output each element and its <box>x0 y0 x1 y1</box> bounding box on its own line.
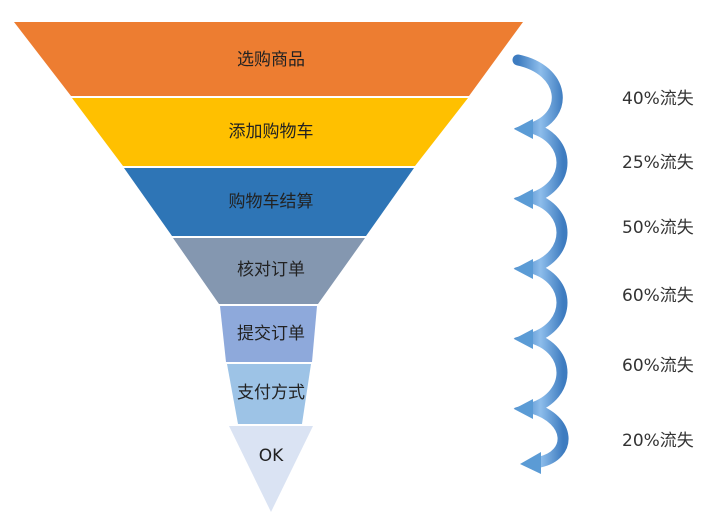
funnel-stage-5: 提交订单 <box>220 306 317 362</box>
loss-arrow-ribbon <box>512 54 569 468</box>
loss-arrow-head-5 <box>514 399 533 419</box>
loss-label-2: 25%流失 <box>622 153 694 173</box>
funnel-stage-1-label: 选购商品 <box>237 50 305 70</box>
funnel-stage-7: OK <box>229 426 313 512</box>
funnel-stage-3-band <box>124 168 414 236</box>
loss-arrow-head-2 <box>514 189 533 209</box>
funnel-stage-4: 核对订单 <box>173 238 365 304</box>
funnel-stage-1: 选购商品 <box>14 22 523 96</box>
funnel-stage-6-band <box>227 364 311 424</box>
funnel-stage-6-label: 支付方式 <box>237 383 305 403</box>
funnel-stage-2-band <box>72 98 468 166</box>
funnel-stage-6: 支付方式 <box>227 364 311 424</box>
funnel-stage-3-label: 购物车结算 <box>229 192 314 212</box>
loss-label-4: 60%流失 <box>622 286 694 306</box>
funnel-stage-5-label: 提交订单 <box>237 324 305 344</box>
loss-label-6: 20%流失 <box>622 431 694 451</box>
funnel-stage-4-band <box>173 238 365 304</box>
loss-label-5: 60%流失 <box>622 356 694 376</box>
loss-arrow-head-3 <box>514 259 533 279</box>
funnel-stage-7-label: OK <box>259 446 284 466</box>
loss-label-1: 40%流失 <box>622 89 694 109</box>
loss-label-3: 50%流失 <box>622 218 694 238</box>
funnel-stage-3: 购物车结算 <box>124 168 414 236</box>
funnel-stage-2-label: 添加购物车 <box>229 122 314 142</box>
loss-arrow-head-1 <box>514 119 533 139</box>
funnel-stage-4-label: 核对订单 <box>237 260 305 280</box>
funnel-stage-2: 添加购物车 <box>72 98 468 166</box>
funnel-stage-1-band <box>14 22 523 96</box>
loss-arrow-head-4 <box>514 329 533 349</box>
funnel-stage-7-band <box>229 426 313 512</box>
funnel-stage-5-band <box>220 306 317 362</box>
loss-arrow-ribbon-path <box>512 54 569 468</box>
loss-arrow-head-6 <box>520 452 541 474</box>
